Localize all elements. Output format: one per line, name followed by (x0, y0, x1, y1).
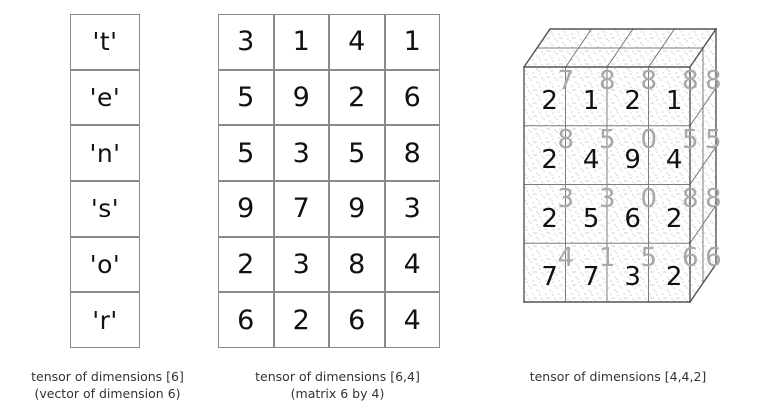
caption-vector-line2: (vector of dimension 6) (34, 386, 181, 401)
matrix-cell: 9 (329, 181, 385, 237)
matrix-cell: 6 (384, 69, 440, 126)
matrix-cell: 7 (273, 181, 329, 237)
vector-cell: 's' (70, 181, 140, 237)
matrix-cell: 4 (384, 292, 440, 348)
matrix-cell: 5 (218, 125, 274, 181)
caption-matrix-line2: (matrix 6 by 4) (290, 386, 385, 401)
caption-vector-line1: tensor of dimensions [6] (31, 369, 184, 384)
matrix-cell: 8 (384, 125, 440, 181)
matrix-cell: 6 (218, 292, 274, 348)
caption-cube: tensor of dimensions [4,4,2] (460, 368, 776, 385)
matrix-cell: 9 (218, 181, 274, 237)
caption-vector: tensor of dimensions [6] (vector of dime… (0, 368, 215, 402)
vector-cell: 'o' (70, 236, 140, 293)
matrix-cell: 5 (218, 69, 274, 126)
vector-grid: 't''e''n''s''o''r' (70, 14, 140, 348)
matrix-cell: 4 (384, 236, 440, 293)
vector-cell: 'n' (70, 125, 140, 181)
matrix-cell: 2 (329, 69, 385, 126)
caption-cube-line1: tensor of dimensions [4,4,2] (529, 369, 707, 384)
matrix-cell: 3 (273, 236, 329, 293)
matrix-cell: 3 (218, 14, 274, 70)
caption-matrix: tensor of dimensions [6,4] (matrix 6 by … (215, 368, 460, 402)
vector-cell: 't' (70, 14, 140, 70)
matrix-cell: 1 (273, 14, 329, 70)
matrix-cell: 2 (273, 292, 329, 348)
matrix-cell: 9 (273, 69, 329, 126)
vector-cell: 'e' (70, 69, 140, 126)
matrix-cell: 1 (384, 14, 440, 70)
matrix-cell: 2 (218, 236, 274, 293)
cube-wireframe (523, 28, 717, 303)
matrix-cell: 8 (329, 236, 385, 293)
matrix-cell: 3 (384, 181, 440, 237)
matrix-cell: 3 (273, 125, 329, 181)
caption-matrix-line1: tensor of dimensions [6,4] (255, 369, 420, 384)
matrix-cell: 5 (329, 125, 385, 181)
matrix-cell: 6 (329, 292, 385, 348)
matrix-cell: 4 (329, 14, 385, 70)
vector-cell: 'r' (70, 292, 140, 348)
